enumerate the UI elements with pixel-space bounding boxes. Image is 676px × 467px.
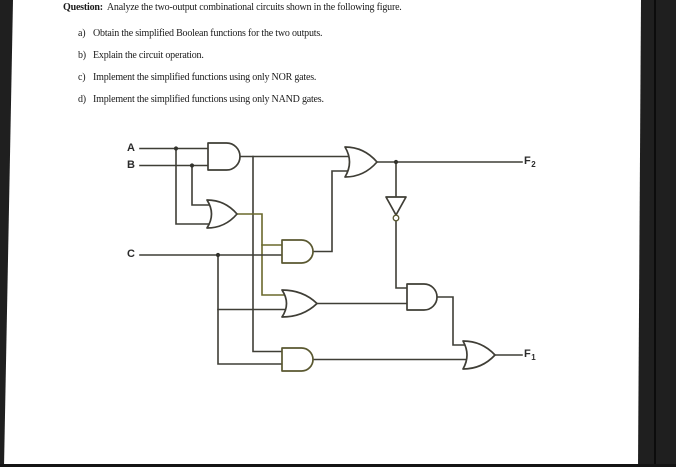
wire-b-to-or2 bbox=[191, 164, 215, 206]
question-item-a: a) Obtain the simplified Boolean function… bbox=[78, 28, 323, 39]
question-item-d: d) Implement the simplified functions usi… bbox=[78, 94, 324, 105]
question-label: Question: bbox=[63, 2, 103, 13]
right-black-border bbox=[638, 0, 676, 467]
item-marker: d) bbox=[78, 94, 86, 105]
output-label-f1-sub: 1 bbox=[531, 352, 536, 362]
wire-c-to-and5 bbox=[217, 254, 283, 365]
junction-dot-c bbox=[215, 252, 221, 258]
item-marker: b) bbox=[78, 50, 86, 61]
wire-and3-to-or6 bbox=[312, 170, 353, 253]
or-gate-2 bbox=[206, 199, 238, 229]
item-text: Implement the simplified functions using… bbox=[93, 72, 317, 83]
junction-dot-f2 bbox=[393, 159, 399, 165]
or-gate-4 bbox=[281, 289, 318, 318]
output-label-f2-sub: 2 bbox=[531, 159, 536, 169]
and-gate-1 bbox=[207, 142, 241, 171]
output-label-f2: F2 bbox=[524, 155, 536, 169]
question-line: Question:Analyze the two-output combinat… bbox=[63, 2, 402, 13]
item-marker: a) bbox=[78, 28, 86, 39]
bottom-black-border bbox=[0, 464, 676, 467]
and-gate-7 bbox=[406, 283, 438, 311]
or-gate-8 bbox=[462, 340, 496, 370]
item-text: Implement the simplified functions using… bbox=[93, 94, 324, 105]
wire-and7-to-or8 bbox=[436, 296, 471, 346]
input-label-b: B bbox=[127, 159, 135, 171]
item-text: Obtain the simplified Boolean functions … bbox=[93, 28, 323, 39]
output-label-f2-base: F bbox=[524, 155, 531, 167]
junction-dot-b bbox=[189, 163, 195, 168]
question-item-c: c) Implement the simplified functions usi… bbox=[78, 72, 316, 83]
not-gate-inverter bbox=[385, 196, 407, 216]
output-label-f1-base: F bbox=[524, 348, 531, 360]
item-marker: c) bbox=[78, 72, 86, 83]
question-item-b: b) Explain the circuit operation. bbox=[78, 50, 204, 61]
item-text: Explain the circuit operation. bbox=[93, 50, 204, 61]
question-text: Analyze the two-output combinational cir… bbox=[106, 2, 402, 13]
wire-a-to-or2 bbox=[175, 147, 215, 225]
wire-and1-to-and5 bbox=[252, 155, 283, 353]
input-label-c: C bbox=[127, 248, 135, 260]
junction-dot-a bbox=[173, 146, 179, 151]
wire-inverter-to-and7 bbox=[395, 220, 408, 289]
output-label-f1: F1 bbox=[524, 348, 536, 362]
input-label-a: A bbox=[127, 142, 135, 154]
border-seam bbox=[654, 0, 656, 467]
inverter-bubble bbox=[392, 214, 400, 222]
and-gate-5 bbox=[281, 347, 314, 372]
or-gate-6 bbox=[344, 146, 378, 178]
and-gate-3 bbox=[281, 239, 314, 264]
